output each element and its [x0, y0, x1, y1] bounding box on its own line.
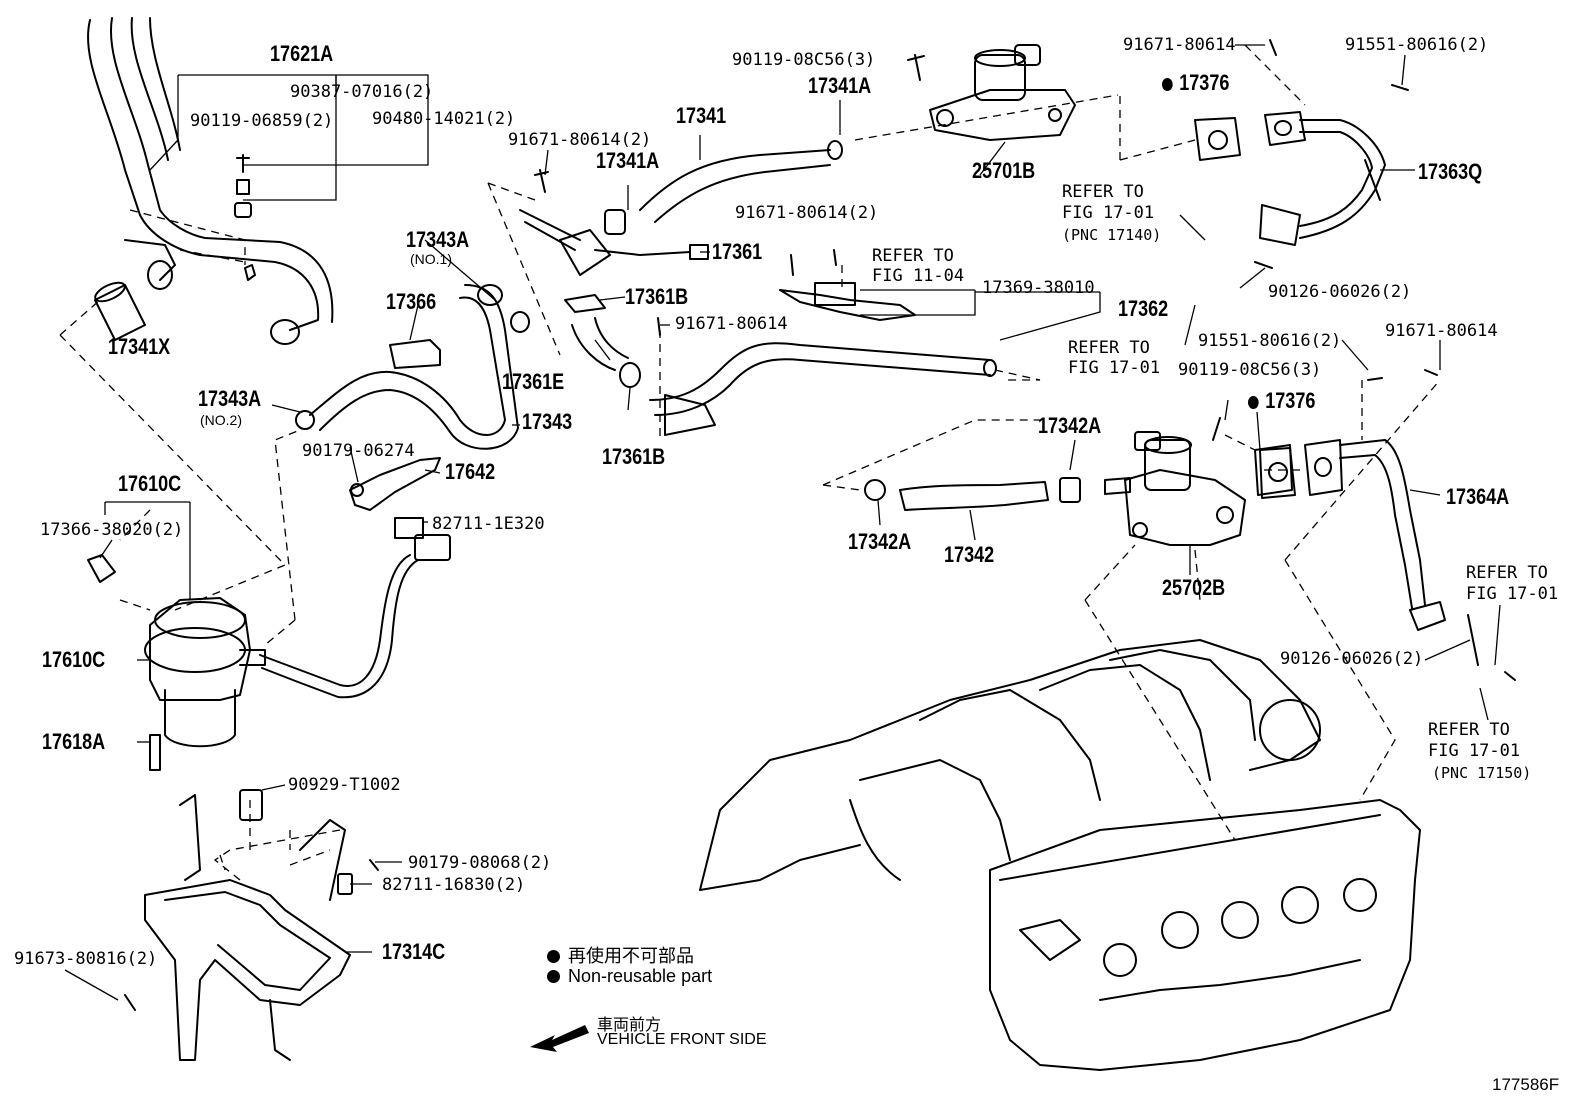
label-91671-80614-2a: 91671-80614(2) [508, 130, 652, 150]
label-82711-1E320: 82711-1E320 [432, 514, 545, 534]
label-17376-mid: 17376 [1248, 390, 1315, 412]
label-refer-1701-d2: FIG 17-01 [1428, 741, 1521, 761]
label-91551-80616-mid: 91551-80616(2) [1198, 331, 1342, 351]
label-90119-08C56-mid: 90119-08C56(3) [1178, 360, 1322, 380]
gasket-17376 [1254, 444, 1293, 496]
label-91551-80616-top: 91551-80616(2) [1345, 35, 1489, 55]
label-17341: 17341 [676, 103, 727, 128]
label-17314C: 17314C [382, 939, 446, 964]
pipe-17364A [1259, 439, 1446, 631]
legend-jp: 再使用不可部品 [547, 942, 694, 968]
label-17341A-mid: 17341A [596, 148, 660, 173]
legend-en: Non-reusable part [547, 966, 712, 987]
label-17341A-top: 17341A [808, 73, 872, 98]
label-17363Q: 17363Q [1418, 159, 1483, 184]
engine-intake-manifold [699, 639, 1421, 1071]
label-refer-1701-c2: FIG 17-01 [1466, 584, 1559, 604]
label-17342A-a: 17342A [1038, 413, 1102, 438]
label-17376-top-text: 17376 [1179, 70, 1230, 95]
connector-82711-1E320 [259, 517, 451, 699]
hose-17341X [94, 281, 146, 341]
bolts-group [124, 39, 1516, 1011]
label-25702B: 25702B [1162, 575, 1226, 600]
label-refer-1701-c1: REFER TO [1466, 563, 1548, 583]
label-refer-1104-a: REFER TO [872, 246, 954, 266]
label-17610C-top: 17610C [118, 471, 182, 496]
label-17366: 17366 [386, 289, 437, 314]
label-90119-06859: 90119-06859(2) [190, 111, 334, 131]
non-reusable-dot-icon [1162, 78, 1173, 91]
label-90119-08C56-top: 90119-08C56(3) [732, 50, 876, 70]
label-refer-1701-a1: REFER TO [1062, 182, 1144, 202]
hose-17362 [649, 342, 997, 436]
label-17366-38020: 17366-38020(2) [40, 520, 184, 540]
label-17361B-b: 17361B [602, 444, 666, 469]
label-17341X: 17341X [108, 334, 171, 359]
bracket-17314C [144, 789, 353, 1061]
label-17361E: 17361E [502, 369, 565, 394]
valve-25701B [929, 44, 1076, 141]
label-90179-06274: 90179-06274 [302, 441, 415, 461]
front-arrow-icon [530, 1025, 589, 1052]
legend-en-text: Non-reusable part [568, 966, 713, 986]
label-90126-06026-a: 90126-06026(2) [1268, 282, 1412, 302]
label-91671-80614-right: 91671-80614 [1385, 321, 1498, 341]
label-90179-08068: 90179-08068(2) [408, 853, 552, 873]
label-17362: 17362 [1118, 296, 1169, 321]
label-90387-07016: 90387-07016(2) [290, 82, 434, 102]
label-17343A-no1: 17343A [406, 227, 470, 252]
label-refer-1701-b1: REFER TO [1068, 338, 1150, 358]
pipe-17363Q [1194, 111, 1386, 246]
valve-25702B [1104, 431, 1246, 546]
hose-17342 [864, 477, 1081, 511]
label-91671-80614-mid: 91671-80614 [675, 314, 788, 334]
label-refer-1701-b2: FIG 17-01 [1068, 358, 1161, 378]
label-17342A-b: 17342A [848, 529, 912, 554]
non-reusable-dot-icon [1248, 396, 1259, 409]
label-17343A-no2: 17343A [198, 386, 262, 411]
hose-17341 [519, 140, 843, 388]
label-17376-mid-text: 17376 [1265, 388, 1316, 413]
label-17621A: 17621A [270, 41, 334, 66]
label-17343: 17343 [522, 409, 573, 434]
non-reusable-dot-icon [547, 950, 560, 963]
label-17361: 17361 [712, 239, 763, 264]
label-17376-top: 17376 [1162, 72, 1229, 94]
label-17361B-a: 17361B [625, 284, 689, 309]
label-17618A: 17618A [42, 729, 106, 754]
label-17610C-left: 17610C [42, 647, 106, 672]
label-90126-06026-b: 90126-06026(2) [1280, 649, 1424, 669]
hose-17343 [295, 284, 530, 450]
label-refer-1104-b: FIG 11-04 [872, 266, 965, 286]
front-side-jp: 車両前方 [597, 1017, 662, 1034]
label-17369-38010: 17369-38010 [982, 278, 1095, 298]
air-pipe-17621A [87, 17, 334, 345]
label-91671-80614-top: 91671-80614 [1123, 35, 1236, 55]
label-90480-14021: 90480-14021(2) [372, 109, 516, 129]
label-refer-1701-d1: REFER TO [1428, 720, 1510, 740]
label-82711-16830: 82711-16830(2) [382, 875, 526, 895]
legend-jp-text: 再使用不可部品 [568, 946, 694, 966]
label-17364A: 17364A [1446, 484, 1510, 509]
non-reusable-dot-icon [547, 970, 560, 983]
label-refer-1701-a2: FIG 17-01 [1062, 203, 1155, 223]
air-pump-17610C [87, 554, 266, 771]
label-91673-80816: 91673-80816(2) [14, 949, 158, 969]
figure-number: 177586F [1492, 1075, 1560, 1094]
label-17342: 17342 [944, 542, 995, 567]
label-17642: 17642 [445, 459, 496, 484]
label-91671-80614-2b: 91671-80614(2) [735, 203, 879, 223]
label-90929-T1002: 90929-T1002 [288, 775, 401, 795]
bracket-17642 [349, 457, 441, 511]
label-25701B: 25701B [972, 158, 1036, 183]
clamp-17366 [389, 339, 441, 369]
label-refer-1701-a3: (PNC 17140) [1062, 226, 1162, 244]
label-no2: (NO.2) [200, 412, 242, 428]
label-refer-1701-d3: (PNC 17150) [1432, 764, 1532, 782]
label-no1: (NO.1) [410, 251, 452, 267]
front-side-en: VEHICLE FRONT SIDE [597, 1031, 767, 1048]
